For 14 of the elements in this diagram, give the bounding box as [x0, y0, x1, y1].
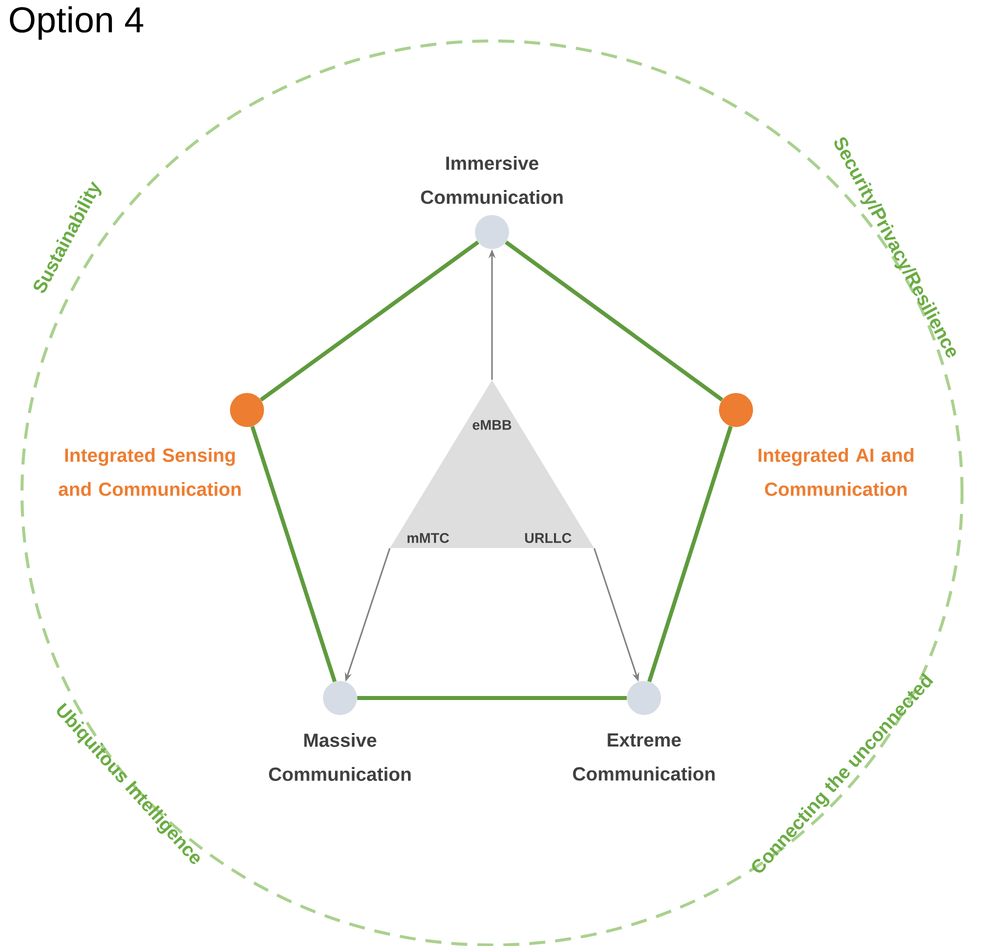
triangle-label: URLLC	[525, 533, 572, 543]
node-label: Extreme Communication	[573, 733, 715, 781]
connector-line	[357, 696, 627, 700]
triangle-label: eMBB	[472, 420, 512, 430]
node-label: Immersive Communication	[421, 156, 563, 204]
title: Option 4	[10, 6, 144, 40]
node-label: Integrated Sensing and Communication	[58, 448, 241, 496]
node-label: Massive Communication	[269, 733, 411, 781]
connector-line	[647, 426, 733, 682]
connector-line	[260, 240, 480, 402]
connector-line	[250, 426, 337, 682]
connector-line	[504, 240, 724, 402]
node-label: Integrated AI and Communication	[758, 448, 914, 496]
triangle-label: mMTC	[408, 533, 449, 543]
